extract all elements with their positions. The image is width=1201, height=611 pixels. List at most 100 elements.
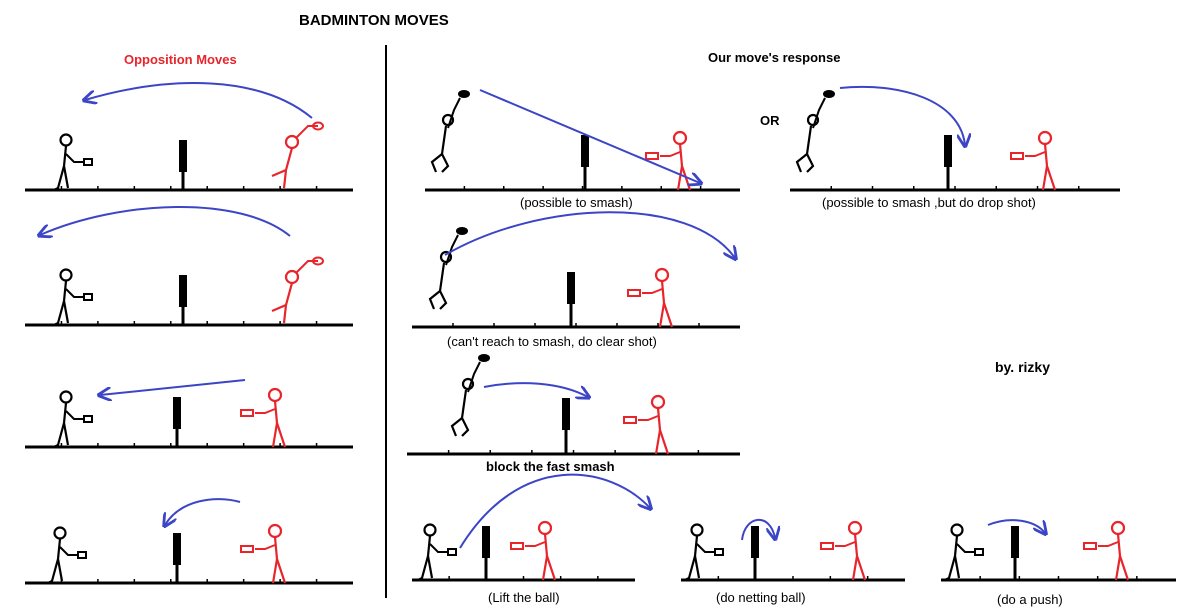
player-head bbox=[59, 133, 73, 147]
court-floor bbox=[25, 443, 353, 449]
caption-clear-shot: (can't reach to smash, do clear shot) bbox=[447, 334, 657, 349]
our-player-block bbox=[450, 354, 490, 437]
court-floor bbox=[25, 186, 353, 192]
player-leg bbox=[62, 165, 70, 189]
player-head bbox=[59, 268, 73, 282]
player-body bbox=[805, 125, 813, 155]
opponent-body bbox=[273, 400, 279, 424]
player-leg bbox=[450, 417, 463, 437]
net bbox=[173, 397, 181, 447]
player-leg bbox=[684, 555, 697, 581]
player-leg bbox=[47, 558, 60, 584]
racket bbox=[478, 354, 490, 362]
net-tape bbox=[482, 526, 490, 558]
net bbox=[173, 533, 181, 583]
net bbox=[562, 398, 570, 454]
net-tape bbox=[562, 398, 570, 430]
caption-push: (do a push) bbox=[997, 592, 1063, 607]
player-arm bbox=[696, 543, 715, 553]
player-leg bbox=[693, 555, 701, 579]
opponent-player bbox=[510, 520, 557, 581]
player-leg bbox=[62, 300, 70, 324]
player-arm bbox=[467, 361, 481, 393]
opponent-leg bbox=[282, 169, 288, 189]
opponent-head bbox=[847, 520, 863, 536]
player-body bbox=[56, 538, 62, 560]
player-leg bbox=[795, 153, 808, 173]
player-leg bbox=[439, 290, 448, 310]
opponent-leg bbox=[271, 303, 287, 313]
net-tape bbox=[1011, 526, 1019, 558]
trajectory-drop-shot bbox=[839, 85, 965, 145]
player-leg bbox=[417, 555, 430, 581]
court-floor bbox=[941, 576, 1176, 582]
court-floor bbox=[25, 321, 353, 327]
opponent-arm bbox=[255, 408, 276, 414]
racket bbox=[83, 415, 93, 423]
response-heading: Our move's response bbox=[708, 50, 841, 65]
racket bbox=[458, 90, 470, 98]
player-leg bbox=[53, 165, 66, 191]
opponent-leg bbox=[271, 422, 279, 448]
opponent-head bbox=[654, 267, 670, 283]
net-tape bbox=[581, 135, 589, 167]
player-leg bbox=[806, 153, 815, 173]
opponent-player bbox=[1010, 130, 1057, 191]
player-arm bbox=[65, 410, 84, 420]
player-arm bbox=[65, 288, 84, 298]
racket bbox=[823, 90, 835, 98]
player-head bbox=[59, 390, 73, 404]
opponent-racket bbox=[1083, 542, 1097, 550]
opponent-leg bbox=[271, 168, 287, 178]
opponent-racket bbox=[240, 409, 254, 417]
opponent-body bbox=[660, 280, 666, 304]
player-body bbox=[62, 280, 68, 302]
court-floor bbox=[790, 186, 1120, 192]
caption-lift: (Lift the ball) bbox=[488, 590, 560, 605]
opponent-arm bbox=[638, 415, 659, 421]
opponent-leg bbox=[275, 558, 287, 584]
player-arm bbox=[429, 543, 448, 553]
net-tape bbox=[944, 135, 952, 167]
opponent-player bbox=[645, 130, 692, 191]
racket bbox=[447, 548, 457, 556]
our-player bbox=[47, 526, 87, 584]
opponent-arm bbox=[525, 541, 546, 547]
opponent-arm bbox=[1025, 151, 1046, 157]
opponent-body bbox=[678, 143, 684, 167]
our-player bbox=[53, 268, 93, 326]
trajectory-drop bbox=[165, 498, 241, 525]
trajectory-fast-drive bbox=[100, 379, 246, 395]
our-player-smash bbox=[430, 90, 470, 173]
trajectory-high-clear bbox=[85, 82, 313, 119]
net bbox=[179, 140, 187, 190]
opponent-arm bbox=[660, 151, 681, 157]
opponent-arm bbox=[642, 288, 663, 294]
opponent-head bbox=[267, 523, 283, 539]
player-leg bbox=[461, 417, 470, 437]
opponent-arm bbox=[295, 260, 318, 274]
opposition-heading: Opposition Moves bbox=[124, 52, 237, 67]
opponent-racket bbox=[312, 256, 324, 266]
player-leg bbox=[62, 422, 70, 446]
opponent-arm bbox=[1098, 541, 1119, 547]
opponent-leg bbox=[658, 429, 670, 455]
opponent-racket bbox=[623, 416, 637, 424]
player-leg bbox=[430, 153, 443, 173]
racket bbox=[83, 293, 93, 301]
net-tape bbox=[567, 272, 575, 304]
our-player-clear bbox=[428, 227, 468, 310]
player-leg bbox=[441, 153, 450, 173]
player-arm bbox=[59, 546, 78, 556]
net bbox=[567, 272, 575, 327]
opponent-player bbox=[240, 387, 287, 448]
our-player-drop bbox=[795, 90, 835, 173]
racket bbox=[456, 227, 468, 235]
trajectory-lift bbox=[459, 473, 650, 549]
opponent-body bbox=[656, 407, 662, 431]
trajectory-push bbox=[987, 519, 1045, 533]
our-player bbox=[53, 133, 93, 191]
court-floor bbox=[425, 186, 740, 192]
player-arm bbox=[65, 153, 84, 163]
